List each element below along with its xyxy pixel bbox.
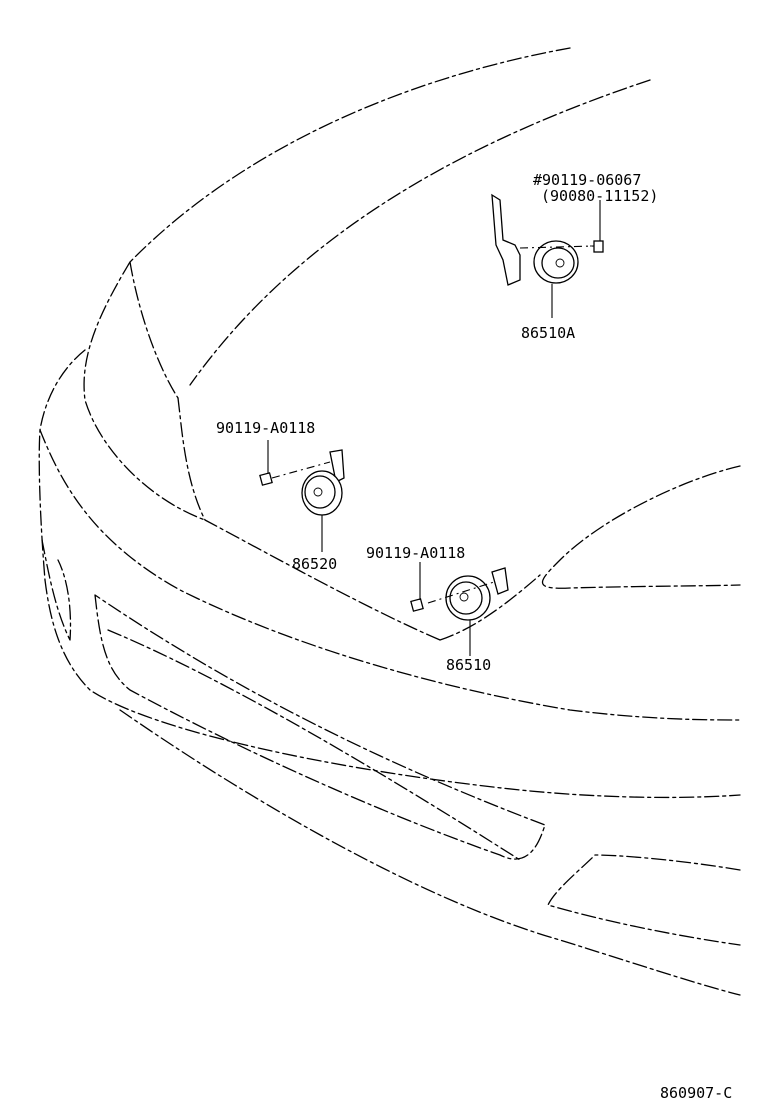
part-label-86510a: 86510A bbox=[521, 324, 575, 342]
bolt-label-86510a-alternate: (90080-11152) bbox=[541, 187, 658, 205]
bolt-label-86510a-primary: #90119-06067 bbox=[533, 171, 641, 189]
diagram-id: 860907-C bbox=[660, 1084, 732, 1102]
horn-bracket bbox=[491, 193, 521, 286]
bolt-icon bbox=[590, 240, 604, 253]
horn-bracket bbox=[329, 449, 345, 483]
bolt-label-86520: 90119-A0118 bbox=[216, 419, 315, 437]
bolt-icon bbox=[410, 598, 424, 612]
bolt-icon bbox=[259, 472, 273, 486]
bolt-label-86510: 90119-A0118 bbox=[366, 544, 465, 562]
part-label-86520: 86520 bbox=[292, 555, 337, 573]
horn-86520-assembly bbox=[259, 440, 345, 552]
horn-bracket bbox=[491, 567, 509, 595]
horn-86510-assembly bbox=[410, 562, 509, 656]
part-label-86510: 86510 bbox=[446, 656, 491, 674]
vehicle-body-outline bbox=[38, 47, 741, 996]
horn-86510a-assembly bbox=[491, 193, 604, 318]
